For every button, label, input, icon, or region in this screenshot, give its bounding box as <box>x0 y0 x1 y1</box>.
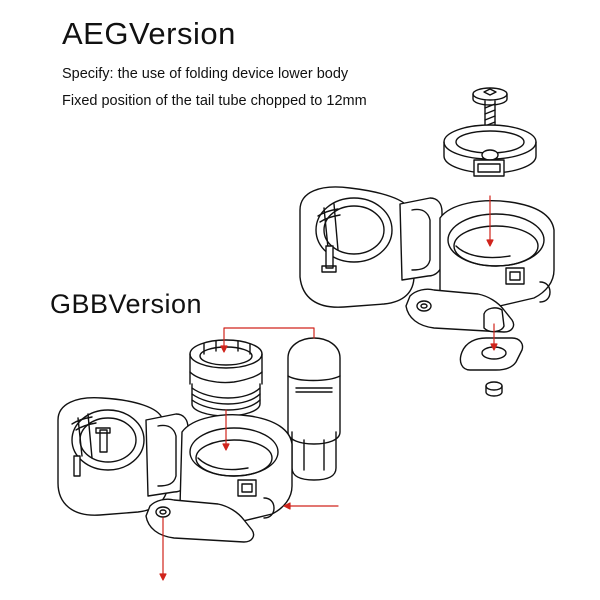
gbb-folding-body <box>57 397 293 543</box>
gbb-red-arrows <box>159 327 339 581</box>
aeg-red-arrows <box>486 195 498 351</box>
aeg-bottom-plate <box>459 337 524 371</box>
gbb-threaded-ring-nut <box>189 339 263 417</box>
aeg-folding-body <box>299 186 555 333</box>
aeg-version-title: AEGVersion <box>62 16 236 51</box>
aeg-top-cap <box>443 124 537 177</box>
gbb-buffer-tube-plug <box>287 337 341 481</box>
aeg-fixed-position-text: Fixed position of the tail tube chopped … <box>62 93 367 109</box>
aeg-top-screw <box>472 87 508 152</box>
gbb-version-title: GBBVersion <box>50 289 203 319</box>
aeg-bottom-screw <box>485 381 503 397</box>
aeg-specify-text: Specify: the use of folding device lower… <box>62 66 349 82</box>
